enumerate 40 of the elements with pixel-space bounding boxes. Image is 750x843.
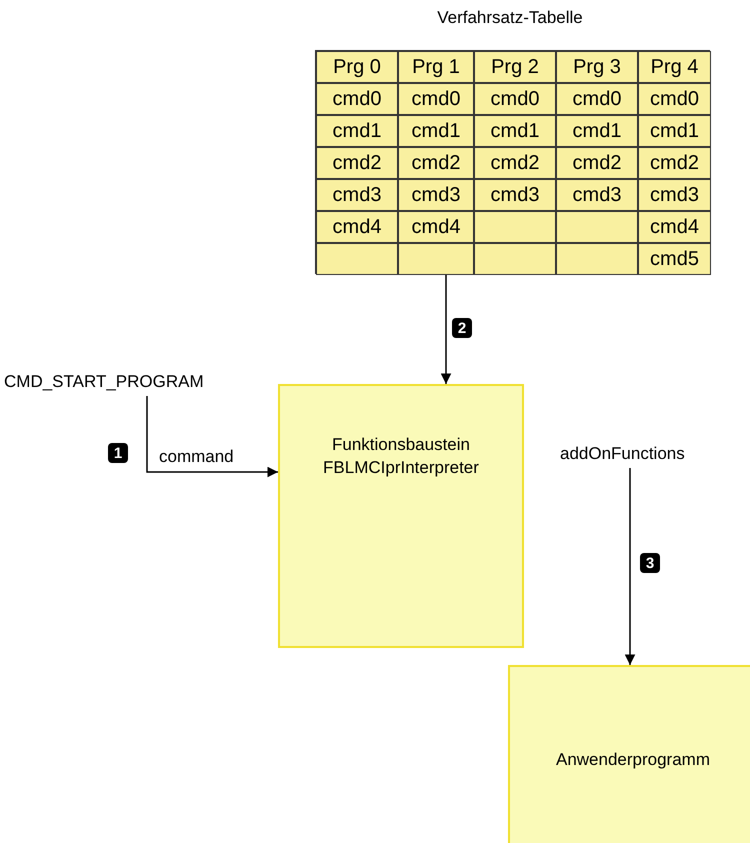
table-cell: cmd1 — [398, 115, 474, 147]
table-cell: cmd2 — [556, 147, 638, 179]
table-cell: Prg 2 — [474, 51, 556, 83]
table-cell: cmd5 — [638, 243, 711, 275]
table-cell: cmd2 — [398, 147, 474, 179]
table-cell: cmd2 — [474, 147, 556, 179]
table-cell: cmd1 — [474, 115, 556, 147]
table-cell: cmd0 — [556, 83, 638, 115]
table-cell: cmd3 — [638, 179, 711, 211]
table-cell: cmd1 — [638, 115, 711, 147]
process-box: Anwenderprogramm — [508, 665, 750, 843]
table-cell: cmd0 — [638, 83, 711, 115]
table-title: Verfahrsatz-Tabelle — [436, 8, 584, 28]
callout-number: 2 — [452, 318, 472, 338]
table-cell: cmd2 — [638, 147, 711, 179]
process-box: Funktionsbaustein FBLMCIprInterpreter — [278, 384, 524, 648]
table-cell: cmd3 — [474, 179, 556, 211]
arrow — [440, 274, 452, 384]
table-cell: Prg 0 — [316, 51, 398, 83]
signal-label: addOnFunctions — [560, 444, 720, 468]
table-cell: cmd4 — [638, 211, 711, 243]
table-cell: cmd3 — [398, 179, 474, 211]
table-cell: cmd2 — [316, 147, 398, 179]
table-cell: cmd0 — [316, 83, 398, 115]
table-cell: cmd4 — [316, 211, 398, 243]
table-cell: cmd1 — [316, 115, 398, 147]
table-cell: cmd1 — [556, 115, 638, 147]
table-cell: cmd4 — [398, 211, 474, 243]
arrow — [624, 468, 636, 665]
table-cell: cmd3 — [556, 179, 638, 211]
table-cell: cmd0 — [474, 83, 556, 115]
signal-label: CMD_START_PROGRAM — [4, 372, 270, 396]
callout-number: 1 — [108, 443, 128, 463]
arrow — [146, 396, 278, 478]
table-cell: Prg 4 — [638, 51, 711, 83]
table-cell: Prg 3 — [556, 51, 638, 83]
table-cell: Prg 1 — [398, 51, 474, 83]
callout-number: 3 — [640, 553, 660, 573]
table-cell: cmd0 — [398, 83, 474, 115]
table-cell: cmd3 — [316, 179, 398, 211]
